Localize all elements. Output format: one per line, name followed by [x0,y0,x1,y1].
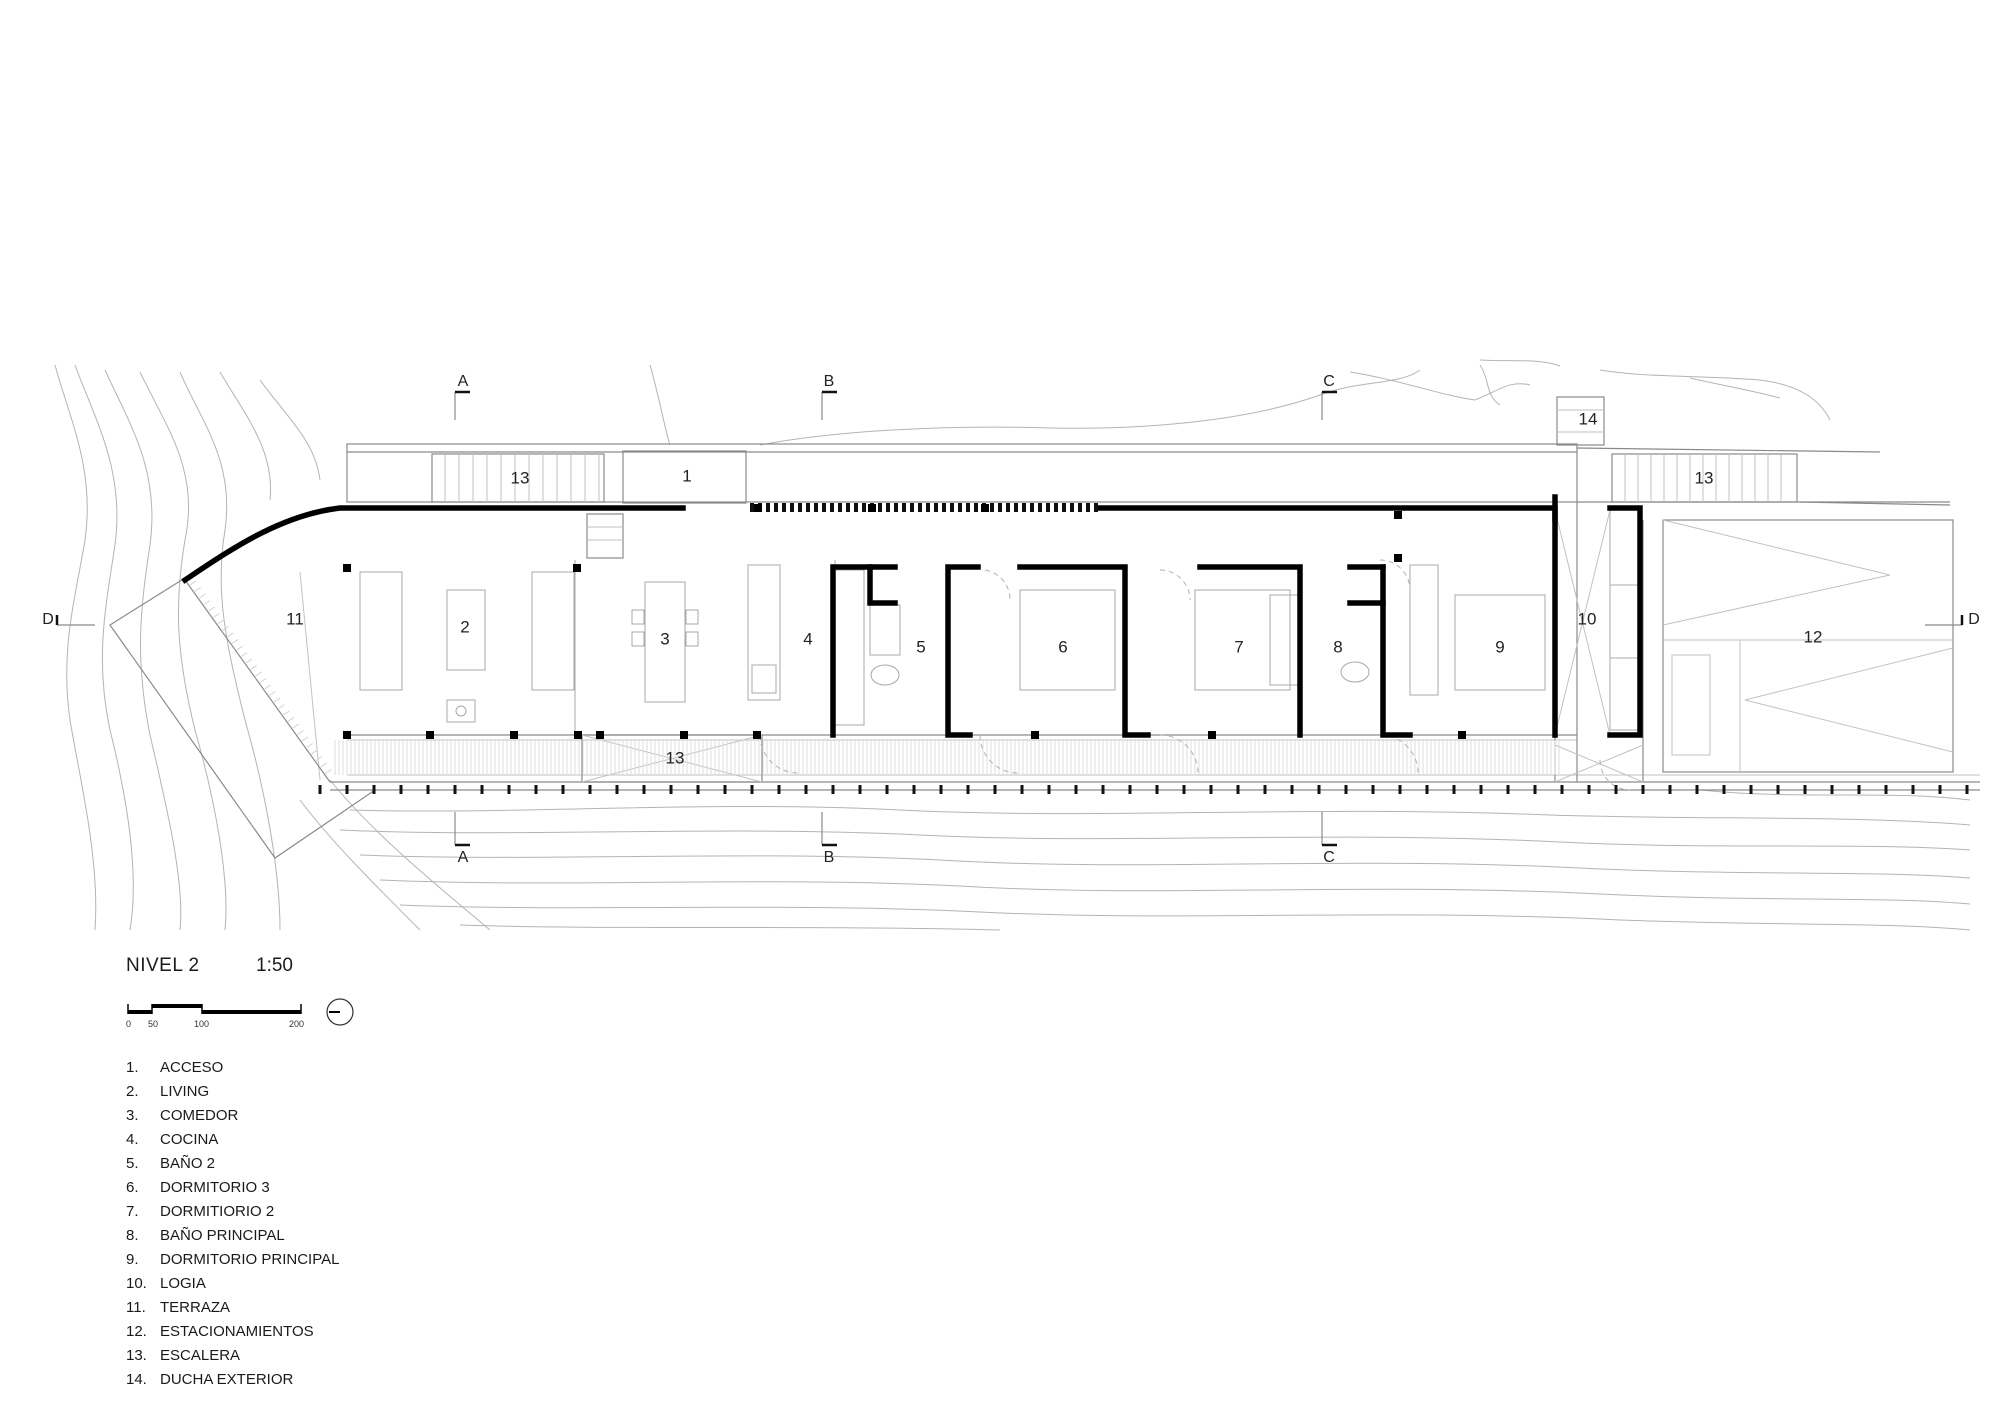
section-marker-b-bottom: B [821,812,837,866]
scale-tick-100: 100 [194,1019,209,1029]
legend-item: 5.BAÑO 2 [126,1155,216,1172]
north-arrow-icon [326,998,354,1026]
scale-bar: 0 50 100 200 [126,998,354,1029]
door-swings [759,559,1631,791]
section-marker-c-top: C [1321,373,1337,420]
plan-title: NIVEL 2 [126,955,200,976]
legend-item: 9.DORMITORIO PRINCIPAL [126,1251,340,1268]
legend-item: 3.COMEDOR [126,1107,239,1124]
plan-scale: 1:50 [256,955,293,976]
deck-hatch [189,580,1560,775]
stairs [431,396,1798,783]
room-numbers: 1 2 3 4 5 6 7 8 9 10 11 12 13 13 13 14 [286,409,1822,767]
room-number-12: 12 [1804,627,1823,646]
room-legend: 1.ACCESO 2.LIVING 3.COMEDOR 4.COCINA 5.B… [126,1056,339,1392]
svg-text:A: A [458,373,469,390]
legend-item: 11.TERRAZA [126,1299,231,1316]
svg-text:A: A [458,849,469,866]
svg-text:D: D [42,611,54,628]
room-number-6: 6 [1058,637,1067,656]
svg-text:D: D [1968,611,1980,628]
section-marker-d-left: D [42,611,95,628]
room-number-11: 11 [286,609,304,628]
walls [181,494,1643,738]
room-number-3: 3 [660,629,669,648]
legend-item: 10.LOGIA [126,1275,206,1292]
section-marker-a-bottom: A [454,812,470,866]
legend-item: 7.DORMITIORIO 2 [126,1203,275,1220]
legend-item: 8.BAÑO PRINCIPAL [126,1227,285,1244]
legend-item: 1.ACCESO [126,1059,224,1076]
legend-item: 12.ESTACIONAMIENTOS [126,1323,314,1340]
room-number-1: 1 [682,466,691,485]
svg-text:B: B [824,849,835,866]
scale-tick-200: 200 [289,1019,304,1029]
room-number-5: 5 [916,637,925,656]
legend-item: 6.DORMITORIO 3 [126,1179,270,1196]
room-number-13-lower: 13 [666,748,685,767]
svg-text:C: C [1323,373,1335,390]
scale-tick-50: 50 [148,1019,158,1029]
scale-tick-0: 0 [126,1019,131,1029]
room-number-4: 4 [803,629,812,648]
room-number-10: 10 [1578,609,1597,628]
room-number-9: 9 [1495,637,1504,656]
furniture [359,509,1641,735]
svg-text:B: B [824,373,835,390]
section-marker-b-top: B [821,373,837,420]
room-number-13-upper-right: 13 [1695,468,1714,487]
svg-text:C: C [1323,849,1335,866]
room-number-13-upper-left: 13 [511,468,530,487]
structural-posts [318,504,1969,794]
section-marker-d-right: D [1925,611,1980,628]
section-markers: A B C A B C D [42,373,1980,866]
room-number-14: 14 [1579,409,1598,428]
glazing [750,503,1098,512]
room-number-7: 7 [1234,637,1243,656]
section-marker-c-bottom: C [1321,812,1337,866]
legend-item: 4.COCINA [126,1131,219,1148]
terrain-contours [54,359,1971,931]
legend-item: 13.ESCALERA [126,1347,241,1364]
room-number-8: 8 [1333,637,1342,656]
section-marker-a-top: A [454,373,470,420]
legend-item: 14.DUCHA EXTERIOR [126,1371,294,1388]
legend-item: 2.LIVING [126,1083,210,1100]
room-number-2: 2 [460,617,469,636]
